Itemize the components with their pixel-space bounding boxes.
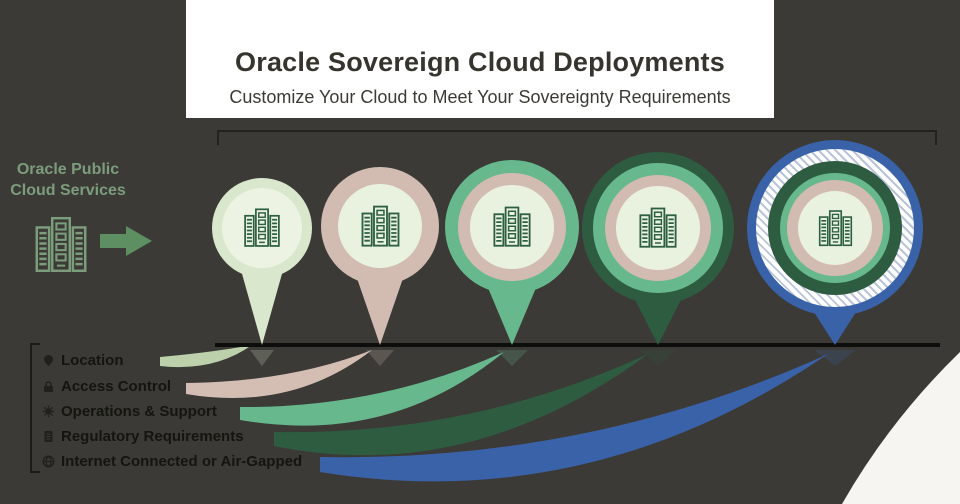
legend-label: Regulatory Requirements (61, 428, 244, 445)
lock-icon (44, 381, 53, 392)
location-pin-icon (44, 355, 53, 366)
datacenter-icon (814, 207, 857, 250)
legend-label: Location (61, 352, 124, 369)
gear-icon (42, 405, 55, 418)
pin-reflection (640, 350, 676, 366)
legend-item-operations: Operations & Support (42, 403, 217, 420)
datacenter-icon (356, 202, 405, 251)
globe-icon (42, 455, 55, 468)
deployment-tier-5 (747, 140, 923, 316)
legend-item-location: Location (42, 352, 124, 369)
deployment-tier-3 (445, 160, 579, 294)
legend-label: Operations & Support (61, 403, 217, 420)
pin-reflection (814, 350, 856, 366)
deployment-tier-2 (321, 167, 439, 285)
legend-item-access-control: Access Control (42, 378, 171, 395)
datacenter-icon (488, 203, 536, 251)
legend-label: Internet Connected or Air-Gapped (61, 453, 303, 470)
legend-label: Access Control (61, 378, 172, 395)
baseline (215, 343, 940, 347)
datacenter-icon (634, 204, 682, 252)
header-panel: Oracle Sovereign Cloud Deployments Custo… (186, 0, 774, 118)
pin-reflection (496, 350, 528, 366)
pin-reflection (366, 350, 394, 366)
page-title: Oracle Sovereign Cloud Deployments (235, 47, 725, 77)
left-legend-label: Oracle Public Cloud Services (10, 161, 126, 199)
deployment-tier-4 (582, 152, 734, 304)
pin-reflection (250, 350, 274, 366)
page-subtitle: Customize Your Cloud to Meet Your Sovere… (229, 87, 731, 107)
deployment-tier-1 (212, 178, 312, 278)
datacenter-icon (239, 205, 285, 251)
legend-item-regulatory: Regulatory Requirements (42, 428, 244, 445)
legend-item-airgap: Internet Connected or Air-Gapped (42, 453, 302, 470)
public-cloud-datacenter-icon (28, 214, 94, 276)
document-icon (44, 431, 53, 442)
